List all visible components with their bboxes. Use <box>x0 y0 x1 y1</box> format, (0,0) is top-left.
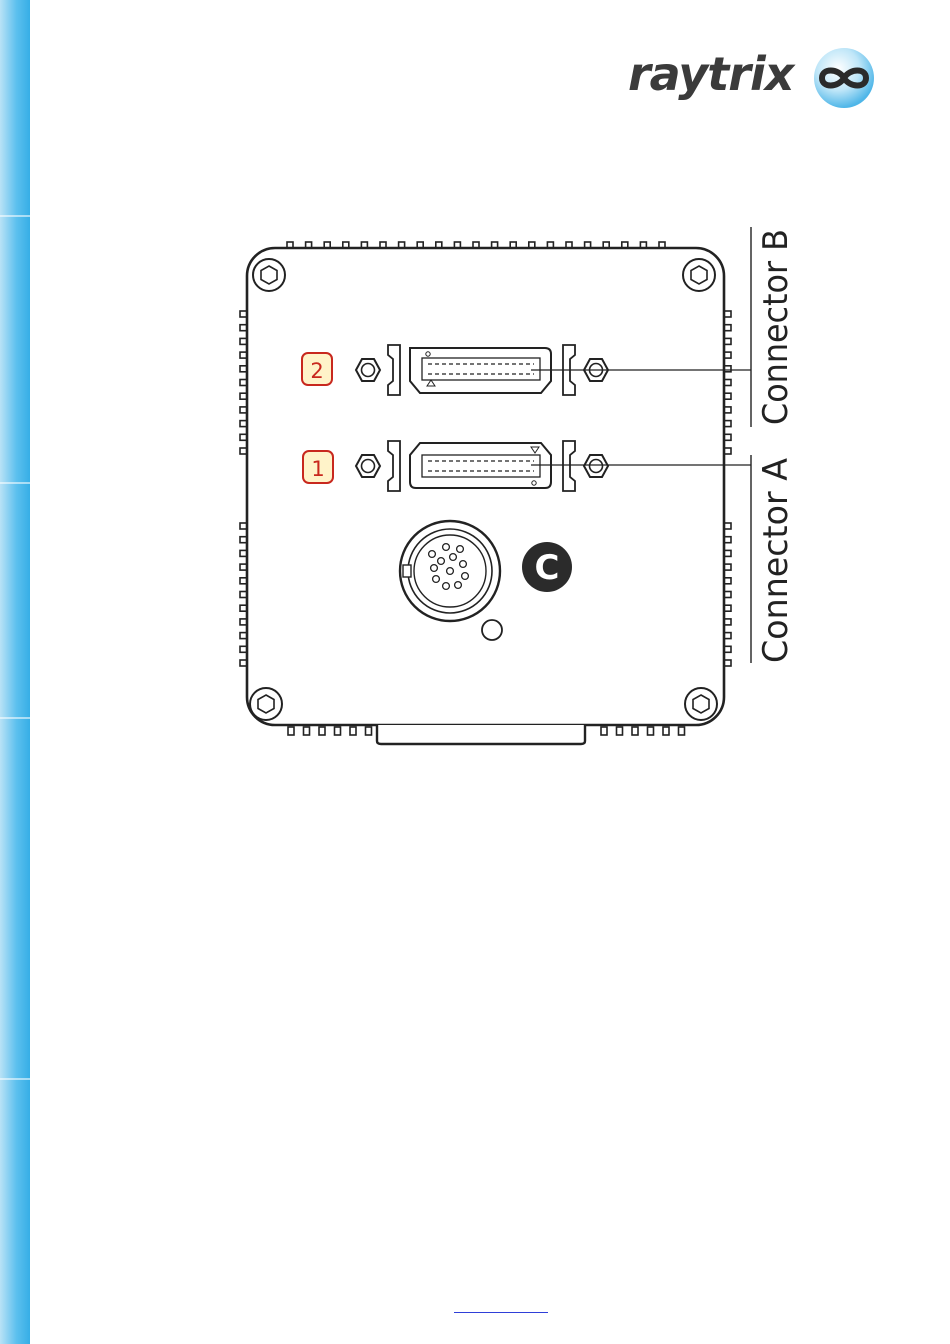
circular-connector-icon <box>400 521 500 621</box>
badge-2: 2 <box>302 353 332 385</box>
heat-sink-tooth <box>335 727 341 735</box>
hex-screw-icon <box>685 688 717 720</box>
badge-1-text: 1 <box>311 457 324 481</box>
side-accent-bar <box>0 0 30 1344</box>
indicator-hole <box>482 620 502 640</box>
connector-pin <box>462 573 469 580</box>
heat-sink-tooth <box>304 727 310 735</box>
hex-screw-icon <box>253 259 285 291</box>
connector-pin <box>431 565 438 572</box>
heat-sink-tooth <box>601 727 607 735</box>
connector-pin <box>443 583 450 590</box>
connector-pin <box>450 554 457 561</box>
connector-pin <box>433 576 440 583</box>
connector-a-label: Connector A <box>756 458 796 663</box>
heat-sink-tooth <box>632 727 638 735</box>
heat-sink-tooth <box>288 727 294 735</box>
heat-sink-tooth <box>679 727 685 735</box>
connector-pin <box>447 568 454 575</box>
callout-c-text: C <box>535 548 560 588</box>
heat-sink-tooth <box>648 727 654 735</box>
heat-sink-tooth <box>663 727 669 735</box>
connector-pin <box>455 582 462 589</box>
hex-screw-icon <box>250 688 282 720</box>
badge-1: 1 <box>303 451 333 483</box>
bottom-plug <box>377 725 585 744</box>
camera-back-diagram: 2 1 C Connector B Connector A <box>225 215 825 755</box>
heat-sink-tooth <box>617 727 623 735</box>
heat-sink-tooth <box>350 727 356 735</box>
connector-pin <box>429 551 436 558</box>
connector-pin <box>438 558 445 565</box>
connector-pin <box>457 546 464 553</box>
connector-b-label: Connector B <box>756 229 796 425</box>
connector-pin <box>460 561 467 568</box>
infinity-logo-icon <box>812 46 876 110</box>
hex-screw-icon <box>683 259 715 291</box>
connector-pin <box>443 544 450 551</box>
connector-a-port <box>356 441 608 491</box>
callout-c: C <box>522 542 572 592</box>
logo-wordmark: raytrix <box>628 46 793 102</box>
raytrix-logo: raytrix <box>628 44 878 116</box>
footer-link[interactable] <box>454 1298 548 1313</box>
badge-2-text: 2 <box>310 359 323 383</box>
heat-sink-tooth <box>366 727 372 735</box>
heat-sink-tooth <box>319 727 325 735</box>
